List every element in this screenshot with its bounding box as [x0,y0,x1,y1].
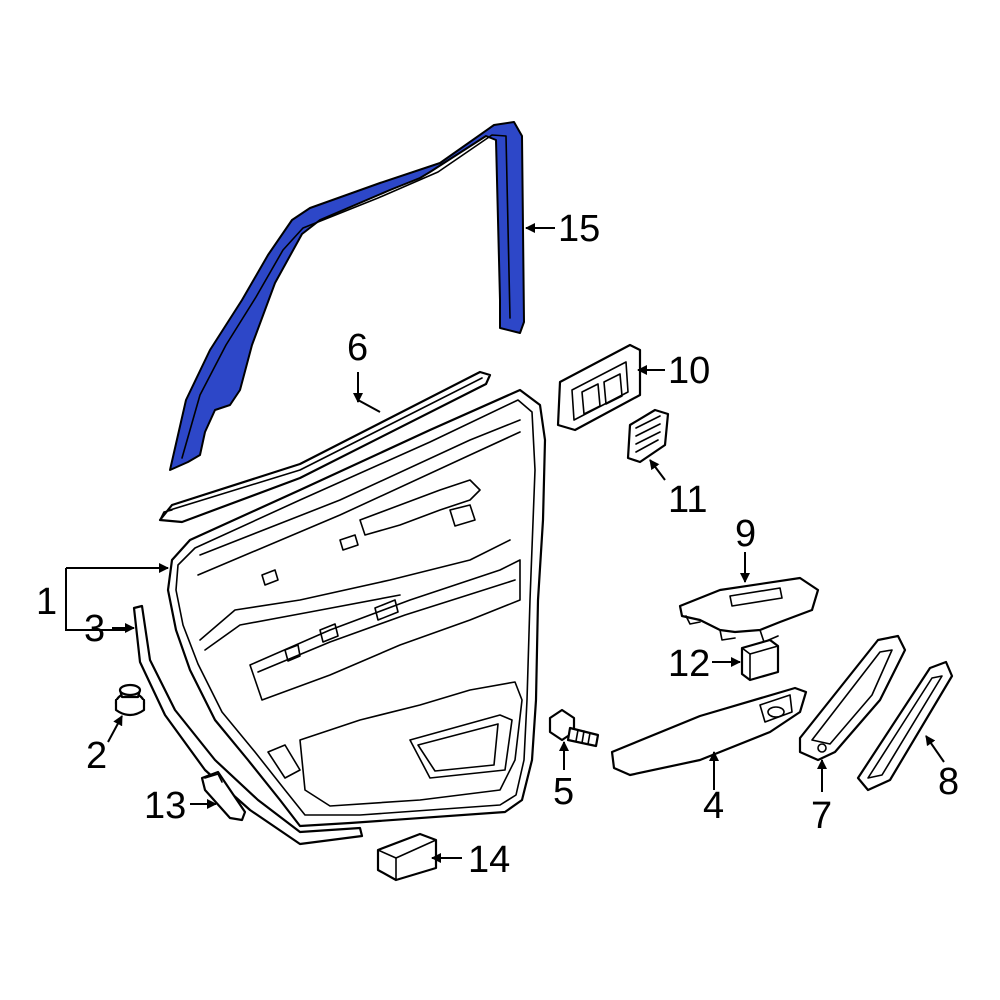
part-10-switch-bezel[interactable] [556,343,642,432]
part-12-switch[interactable] [740,638,780,682]
leader-6 [357,372,381,413]
leader-2 [107,715,123,743]
part-14-block[interactable] [376,832,438,882]
part-13-bracket[interactable] [200,770,247,822]
part-9-switch-housing[interactable] [678,576,820,643]
leader-8 [925,735,945,763]
leader-1 [65,567,168,631]
leader-11 [649,459,666,481]
callout-labels: 15 6 10 11 9 1 3 12 2 13 5 4 7 8 14 [36,208,959,881]
callout-11: 11 [668,479,707,521]
part-6-belt-weatherstrip[interactable] [158,370,492,524]
callout-6: 6 [347,327,368,369]
part-4-armrest[interactable] [610,686,808,777]
callout-9: 9 [735,513,756,555]
callout-7: 7 [811,795,832,837]
callout-15: 15 [558,208,600,250]
callout-3: 3 [84,608,105,650]
part-2-clip[interactable] [114,683,146,717]
callout-12: 12 [668,643,710,685]
part-3-edge-seal[interactable] [132,604,364,846]
callout-14: 14 [468,839,510,881]
part-11-grille[interactable] [626,408,670,464]
leader-lines [65,223,945,863]
part-5-bolt[interactable] [548,708,600,748]
callout-13: 13 [144,785,186,827]
callout-8: 8 [938,761,959,803]
callout-1: 1 [36,581,57,623]
callout-4: 4 [703,785,724,827]
part-15-window-channel[interactable] [169,121,525,471]
part-7-pull-handle[interactable] [798,634,907,762]
part-1-door-trim-panel[interactable] [166,388,547,828]
part-8-trim-strip[interactable] [856,660,954,792]
callout-5: 5 [553,771,574,813]
callout-10: 10 [668,350,710,392]
callout-2: 2 [86,735,107,777]
